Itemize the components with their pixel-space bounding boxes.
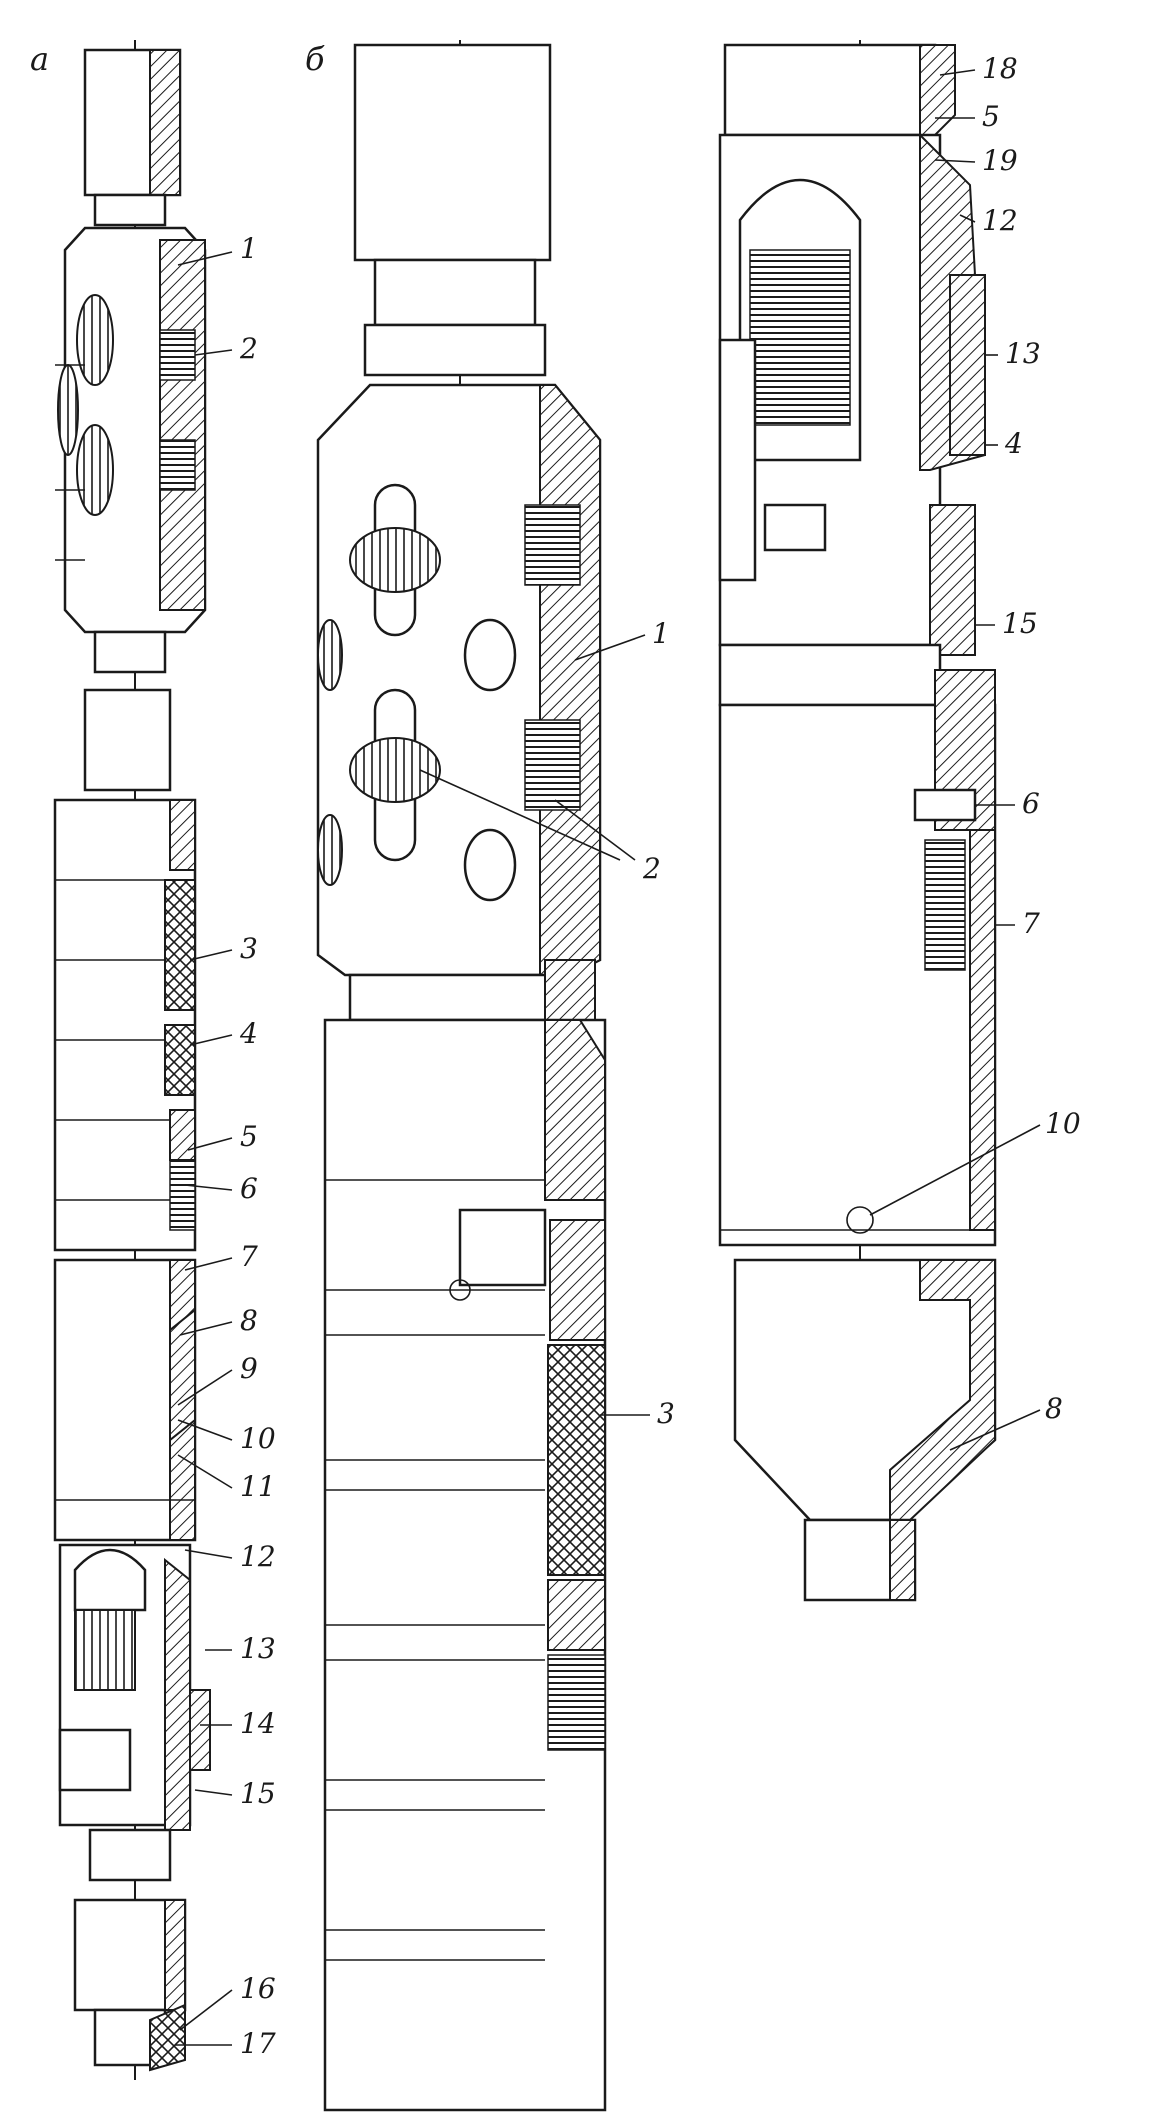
label-a-1: 1 <box>240 232 258 265</box>
panel-a-drawing <box>53 40 211 2080</box>
label-a-12: 12 <box>240 1540 276 1573</box>
label-b-2: 2 <box>642 852 661 885</box>
label-c-19: 19 <box>982 144 1018 177</box>
panel-a-labels: 1 2 3 4 5 6 7 8 9 10 11 12 13 14 15 16 1… <box>239 232 276 2060</box>
label-a-8: 8 <box>240 1304 258 1337</box>
label-c-10: 10 <box>1045 1107 1081 1140</box>
panel-a-letter: а <box>30 40 49 78</box>
label-a-7: 7 <box>240 1240 258 1273</box>
panel-b-letter: б <box>305 40 325 78</box>
label-a-4: 4 <box>239 1017 258 1050</box>
label-a-15: 15 <box>240 1777 276 1810</box>
label-a-10: 10 <box>240 1422 276 1455</box>
label-a-6: 6 <box>240 1172 258 1205</box>
label-a-9: 9 <box>240 1352 258 1385</box>
leader-lines <box>175 69 1041 2046</box>
label-a-13: 13 <box>240 1632 276 1665</box>
label-c-5: 5 <box>982 100 1000 133</box>
label-c-7: 7 <box>1022 907 1040 940</box>
label-c-8: 8 <box>1045 1392 1063 1425</box>
label-a-5: 5 <box>240 1120 258 1153</box>
label-a-11: 11 <box>240 1470 276 1503</box>
panel-b-labels: 1 2 3 <box>642 617 675 1430</box>
panel-c-labels: 18 5 19 12 13 4 15 6 7 10 8 <box>982 52 1081 1425</box>
label-c-13: 13 <box>1005 337 1041 370</box>
label-a-16: 16 <box>240 1972 276 2005</box>
label-a-14: 14 <box>240 1707 276 1740</box>
label-a-3: 3 <box>240 932 258 965</box>
label-b-3: 3 <box>657 1397 675 1430</box>
panel-b-drawing <box>316 40 607 2112</box>
label-c-4: 4 <box>1004 427 1023 460</box>
panel-c-drawing <box>718 40 997 1602</box>
label-c-6: 6 <box>1022 787 1040 820</box>
label-a-17: 17 <box>240 2027 276 2060</box>
panel-letters: а б <box>30 40 325 78</box>
label-c-18: 18 <box>982 52 1018 85</box>
label-c-12: 12 <box>982 204 1018 237</box>
label-c-15: 15 <box>1002 607 1038 640</box>
label-b-1: 1 <box>652 617 670 650</box>
label-a-2: 2 <box>239 332 258 365</box>
